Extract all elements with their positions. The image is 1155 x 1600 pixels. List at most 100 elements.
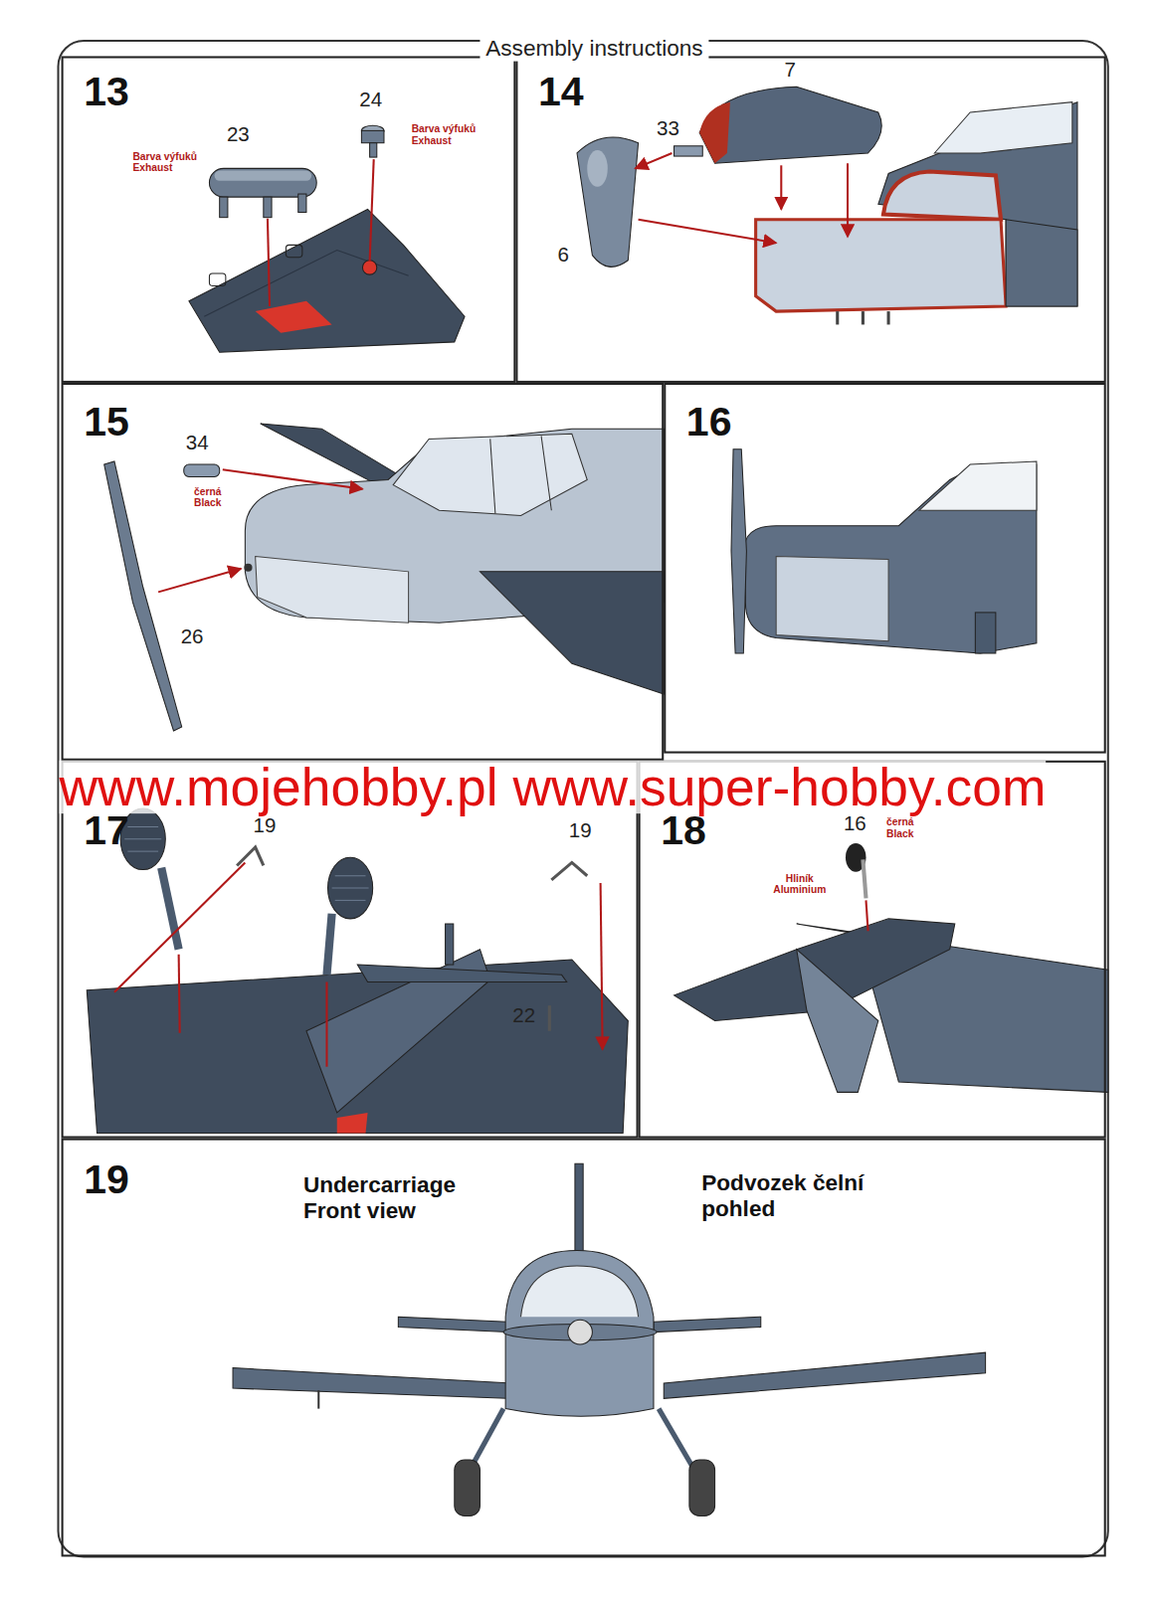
path-shape [577, 137, 639, 267]
rect-shape [674, 146, 704, 157]
sheet-title: Assembly instructions [479, 36, 710, 62]
polygon-shape [756, 219, 1006, 312]
callout-number: 22 [512, 1003, 536, 1027]
line-shape [887, 311, 891, 325]
polygon-shape [934, 102, 1073, 154]
line-shape [222, 469, 364, 490]
rect-shape [214, 170, 313, 181]
polygon-shape [796, 950, 879, 1094]
polygon-shape [653, 1317, 762, 1333]
polygon-shape [357, 964, 567, 982]
rect-shape [370, 143, 378, 158]
line-shape [127, 826, 159, 828]
polyline-shape [236, 847, 264, 866]
line-shape [332, 888, 370, 890]
polygon-shape [1005, 219, 1078, 307]
polygon-shape [479, 572, 664, 695]
view-heading: Podvozek čelní pohled [701, 1169, 881, 1222]
callout-number: 16 [843, 811, 867, 835]
path-shape [699, 102, 731, 165]
rect-shape [208, 168, 317, 197]
step-17-art [86, 808, 628, 1134]
callout-number: 6 [557, 242, 569, 266]
rect-shape [263, 196, 272, 218]
step-panel: 16 [663, 383, 1106, 755]
polygon-shape [775, 556, 889, 641]
rect-shape [285, 244, 302, 257]
line-shape [326, 914, 332, 976]
line-shape [490, 438, 496, 514]
rect-shape [298, 193, 307, 212]
step-number: 19 [83, 1158, 130, 1200]
step-13-art [189, 125, 465, 353]
line-shape [846, 163, 849, 237]
step-panel: 19 [61, 1139, 1107, 1558]
step-panel: 15 [61, 383, 665, 762]
line-shape [862, 859, 866, 899]
path-shape [255, 301, 333, 334]
line-shape [335, 875, 367, 877]
callout-number: 19 [253, 813, 277, 837]
callout-number: 7 [783, 58, 795, 82]
polygon-shape [392, 433, 587, 516]
line-shape [541, 435, 552, 511]
polygon-shape [189, 208, 465, 353]
step-14-art [577, 86, 1078, 325]
step-number: 15 [83, 400, 130, 442]
line-shape [267, 218, 270, 307]
polygon-shape [731, 449, 747, 654]
rect-shape [361, 130, 385, 143]
step-19-art [232, 1163, 986, 1517]
callout-number: 19 [569, 818, 592, 842]
step-panel: 18 [638, 761, 1107, 1140]
circle-shape [568, 1320, 593, 1346]
paint-note: černá Black [886, 816, 928, 840]
rect-shape [184, 464, 220, 477]
frame [58, 40, 1109, 1557]
step-panel: 17 [61, 761, 639, 1140]
step-18-art [674, 843, 1109, 1093]
line-shape [865, 900, 868, 932]
paint-note: Hliník Aluminium [764, 873, 836, 897]
polygon-shape [104, 461, 183, 732]
line-shape [179, 955, 181, 1034]
line-shape [335, 900, 367, 902]
callout-number: 24 [359, 87, 383, 111]
path-shape [337, 1113, 369, 1135]
polygon-shape [232, 1368, 511, 1400]
step-16-art [731, 449, 1037, 654]
polygon-shape [255, 556, 409, 623]
step-panel: 14 [515, 55, 1106, 383]
step-number: 17 [83, 809, 130, 851]
callout-number: 26 [181, 624, 204, 648]
step-number: 16 [686, 400, 733, 442]
line-shape [370, 159, 375, 262]
line-shape [835, 311, 839, 325]
paint-note: Barva výfuků Exhaust [132, 151, 206, 175]
polygon-shape [919, 461, 1037, 511]
ellipse-shape [586, 150, 608, 188]
ellipse-shape [328, 857, 374, 920]
line-shape [548, 1005, 552, 1032]
path-shape [883, 171, 1001, 219]
line-shape [600, 883, 603, 1050]
circle-shape [243, 564, 252, 573]
line-shape [861, 311, 865, 325]
polygon-shape [397, 1317, 511, 1333]
rect-shape [219, 196, 228, 218]
line-shape [325, 982, 328, 1068]
line-shape [158, 569, 241, 593]
callout-number: 23 [226, 122, 250, 146]
polygon-shape [663, 1352, 985, 1399]
rect-shape [689, 1460, 716, 1517]
step-panel: 13 [61, 55, 517, 383]
line-shape [317, 1390, 320, 1409]
rect-shape [974, 612, 996, 654]
path-shape [699, 86, 882, 164]
step-number: 14 [538, 70, 584, 112]
step-number: 13 [83, 70, 130, 112]
rect-shape [454, 1460, 481, 1517]
rect-shape [208, 273, 225, 286]
rect-shape [445, 924, 454, 965]
